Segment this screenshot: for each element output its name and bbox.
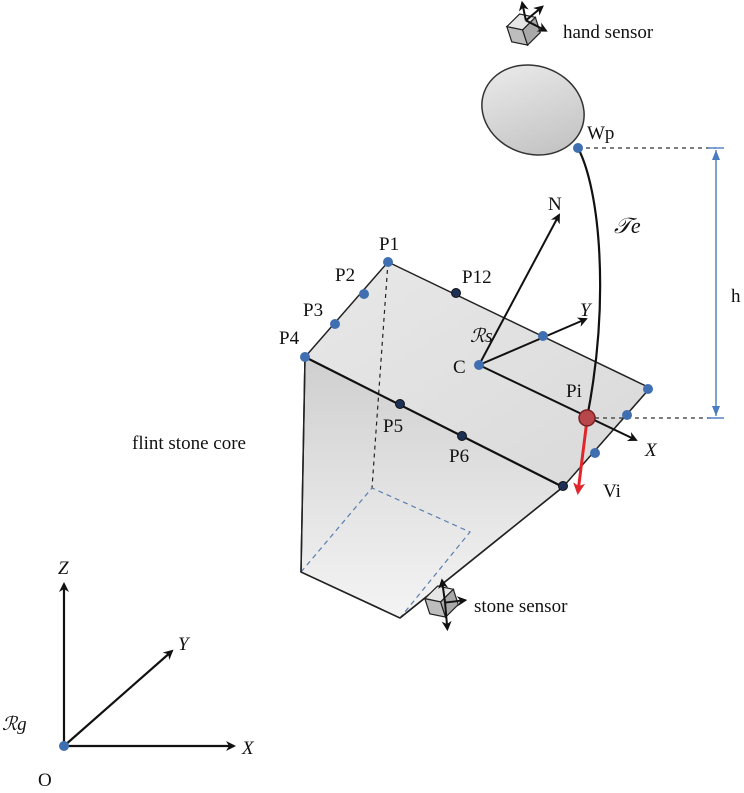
hand-ellipse: [481, 64, 585, 156]
local-y-axis: [478, 317, 588, 366]
stone-sensor-label: stone sensor: [474, 596, 568, 617]
p12-label: P12: [462, 267, 492, 288]
origin-label: O: [38, 770, 52, 791]
point-right-1: [622, 410, 632, 420]
p4-label: P4: [279, 328, 300, 349]
labels: hand sensor stone sensor flint stone cor…: [2, 22, 741, 791]
origin-point: [59, 741, 69, 751]
p3-label: P3: [303, 300, 323, 321]
flint-core-label: flint stone core: [132, 433, 246, 454]
vi-label: Vi: [603, 481, 621, 502]
p2-label: P2: [335, 265, 355, 286]
point-p3: [330, 319, 340, 329]
global-y-axis: [63, 649, 174, 747]
point-p12: [451, 288, 461, 298]
global-y-label: Y: [178, 634, 191, 655]
local-frame: [478, 213, 638, 442]
local-x-label: X: [644, 440, 658, 461]
global-z-label: Z: [58, 558, 69, 579]
c-label: C: [453, 357, 466, 378]
rs-label: ℛs: [470, 326, 493, 347]
p1-label: P1: [379, 234, 399, 255]
trajectory-curve: [577, 147, 602, 419]
point-p2: [359, 289, 369, 299]
p6-label: P6: [449, 446, 469, 467]
point-p1: [383, 257, 393, 267]
local-y-label: Y: [580, 300, 593, 321]
point-p4: [300, 352, 310, 362]
points: [300, 143, 653, 491]
local-x-axis: [478, 364, 638, 442]
point-top-mid: [538, 331, 548, 341]
global-frame: [59, 582, 236, 751]
point-pi: [578, 409, 596, 427]
pi-vi-vector: [573, 419, 589, 495]
flint-stone-core: [300, 261, 652, 619]
n-label: N: [548, 194, 562, 215]
wp-label: Wp: [587, 123, 614, 144]
hand-sensor-icon: [505, 0, 548, 47]
point-right-2: [590, 448, 600, 458]
p5-label: P5: [383, 416, 403, 437]
h-label: h: [731, 286, 741, 307]
stone-sensor-icon: [423, 578, 468, 632]
height-dimension: [578, 147, 724, 419]
te-label: 𝒯e: [614, 213, 641, 238]
pi-label: Pi: [566, 381, 582, 402]
point-c: [474, 360, 484, 370]
global-x-label: X: [241, 738, 255, 759]
normal-axis: [478, 213, 560, 366]
point-wp: [573, 143, 583, 153]
point-top-right: [643, 384, 653, 394]
point-vi: [558, 481, 568, 491]
point-p5: [395, 399, 405, 409]
hand-sensor-label: hand sensor: [563, 22, 654, 43]
point-p6: [457, 431, 467, 441]
rg-label: ℛg: [2, 714, 27, 735]
